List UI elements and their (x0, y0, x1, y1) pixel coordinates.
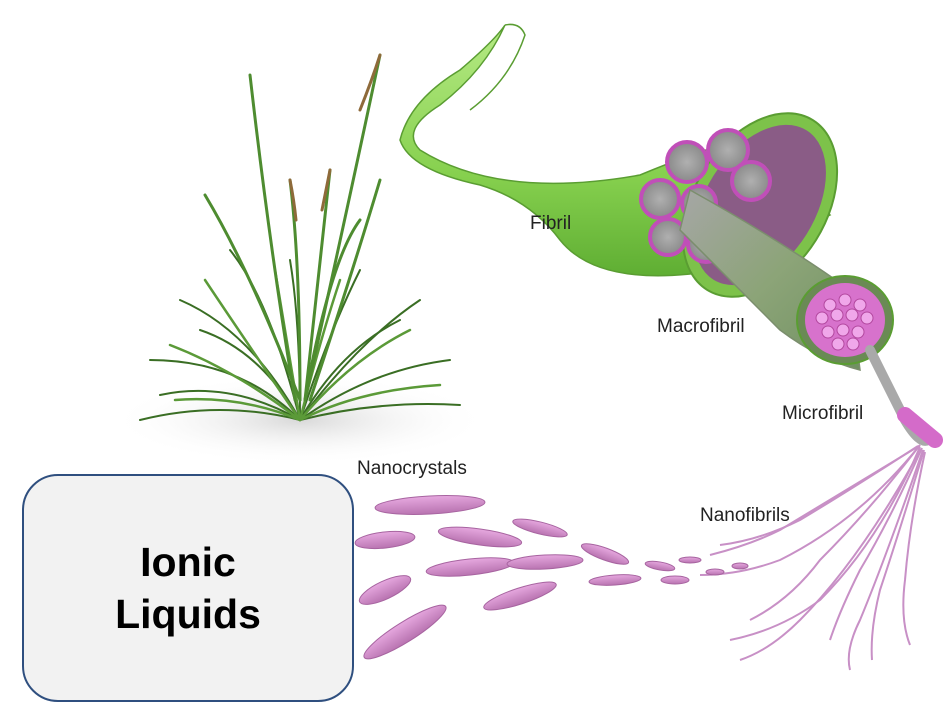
nanofibrils-label: Nanofibrils (700, 505, 790, 527)
nanocrystals-label: Nanocrystals (357, 458, 467, 480)
microfibril-strand (870, 350, 935, 441)
callout-line-1: Ionic (140, 536, 236, 588)
microfibril-label: Microfibril (782, 403, 863, 425)
nanocrystal-shards (354, 493, 748, 666)
grass-tuft-illustration (140, 55, 460, 420)
macrofibril-label: Macrofibril (657, 316, 745, 338)
callout-line-2: Liquids (115, 588, 261, 640)
fibril-label: Fibril (530, 213, 571, 235)
nanofibril-strands (700, 445, 925, 670)
ionic-liquids-callout: Ionic Liquids (22, 474, 354, 702)
